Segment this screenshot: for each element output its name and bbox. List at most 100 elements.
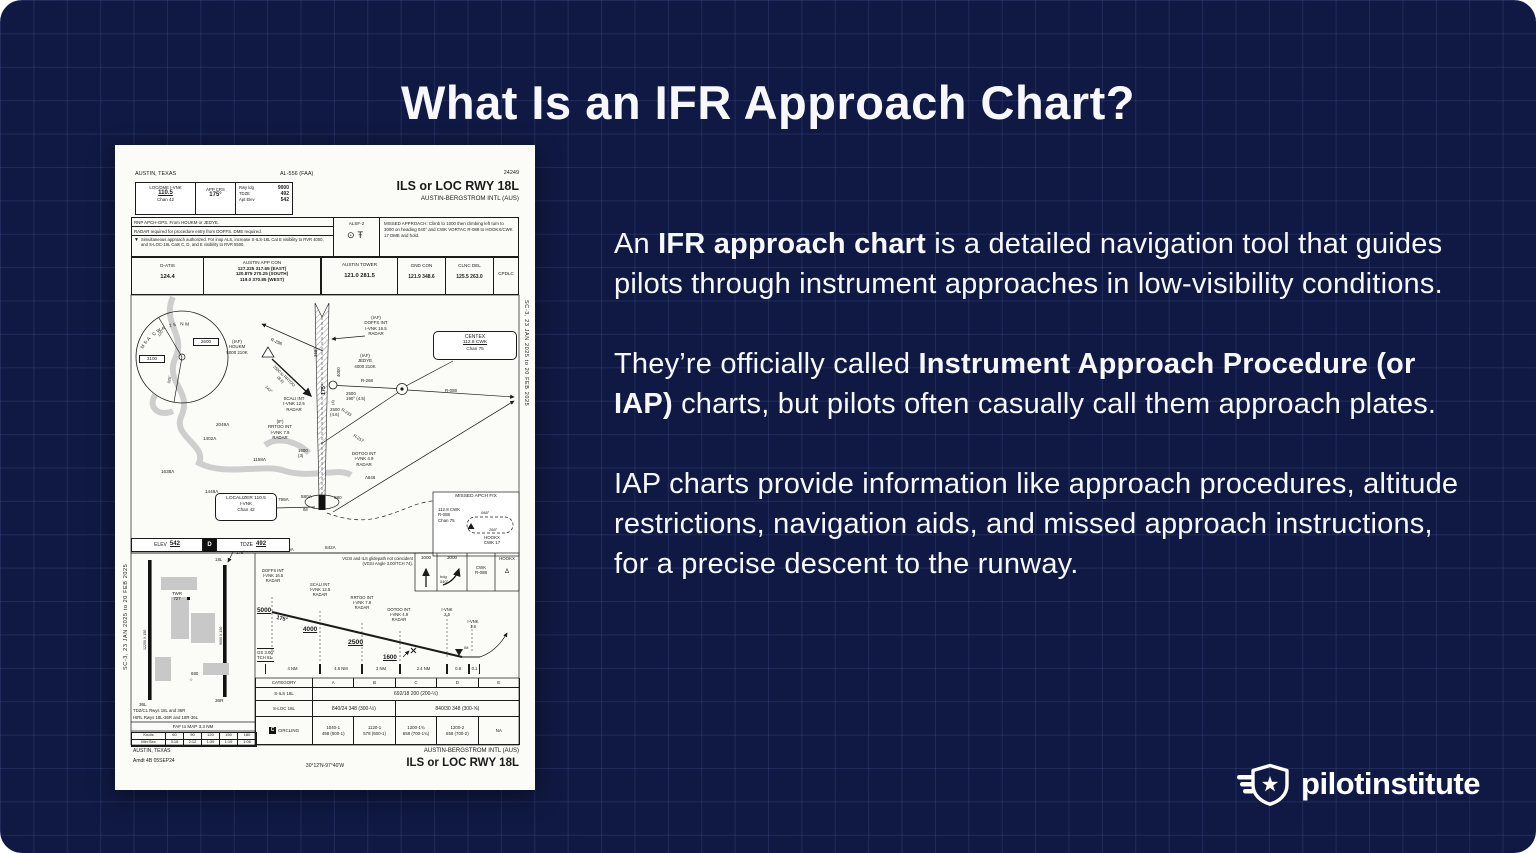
speed-cell: 90 bbox=[184, 733, 202, 740]
speed-cell: 150 bbox=[220, 733, 238, 740]
footer-procedure: ILS or LOC RWY 18L bbox=[406, 757, 519, 769]
cat-d: D bbox=[437, 678, 479, 688]
rrtoo-altitude: 1600 (3) bbox=[298, 448, 308, 459]
scali-altitude: 2500 (4.6) bbox=[330, 407, 340, 418]
p2-pre: They’re officially called bbox=[614, 348, 919, 380]
speed-cell: 120 bbox=[202, 733, 220, 740]
feather-course-175: 175° bbox=[321, 383, 327, 395]
obstacle: 1448Λ bbox=[205, 489, 219, 494]
procedure-title: ILS or LOC RWY 18L bbox=[396, 179, 519, 193]
circling-label: CIRCLING bbox=[278, 727, 299, 733]
alt-2500: 2500 bbox=[348, 639, 364, 646]
chart-serial: 24249 bbox=[503, 170, 519, 176]
fix-dotoo-profile: DOTOO INT I-VNK 4.9 RADAR bbox=[387, 607, 411, 623]
brand-name: pilotinstitute bbox=[1301, 766, 1480, 801]
ma-climb-1000: 1000 bbox=[420, 555, 432, 560]
rwy-ldg-value: 9000 bbox=[277, 185, 289, 191]
speed-cell: 180 bbox=[238, 733, 256, 740]
als-cell: ALSF-2 ⊙Ŧ bbox=[334, 218, 380, 256]
radial-268: R-268 bbox=[361, 378, 373, 383]
fix-doffs-profile: DOFFS INT I-VNK 16.5 RADAR bbox=[261, 568, 285, 584]
obstacle: 1402Λ bbox=[203, 436, 217, 441]
minimums-table: CATEGORY A B C D E S-ILS 18L 692/18 200 … bbox=[255, 678, 520, 745]
als-bar-icon: Ŧ bbox=[357, 229, 367, 240]
circling-c: 1200-1¾ 658 (700-1¾) bbox=[395, 717, 438, 745]
dist-cell: 4 NM bbox=[265, 664, 320, 674]
centex-chan: Chan 75 bbox=[466, 345, 484, 351]
page-title: What Is an IFR Approach Chart? bbox=[401, 76, 1135, 130]
tower-sketch-label: TWR 727 bbox=[172, 591, 182, 602]
fix-houkm: (IAF) HOUKM 5000 210K bbox=[226, 339, 248, 355]
atis-freq: 124.4 bbox=[160, 273, 175, 280]
obstacle: 580Λ bbox=[301, 494, 312, 499]
footer-coords: 30°12'N-97°40'W bbox=[305, 763, 345, 769]
app-con-south: 120.875 270.25 (SOUTH) bbox=[235, 271, 289, 276]
fix-dotoo-plan: DOTOO INT I-VNK 4.9 RADAR bbox=[351, 451, 377, 467]
loc-chan: Chan 42 bbox=[156, 197, 174, 203]
centex-freq: 112.8 CWK bbox=[462, 340, 488, 345]
d-badge: D bbox=[203, 538, 216, 552]
ma-hookx: HOOKX bbox=[499, 556, 515, 561]
missed-fix-title: MISSED APCH FIX bbox=[455, 494, 497, 499]
sloc-cde-minimums: 840/30 348 (300-⅝) bbox=[395, 701, 520, 717]
missed-approach-text: MISSED APPROACH: Climb to 1000 then clim… bbox=[384, 221, 513, 238]
tdze-label: TDZE bbox=[239, 191, 250, 196]
paragraph-1: An IFR approach chart is a detailed navi… bbox=[614, 224, 1474, 304]
elev-bar: ELEV 542 D TDZE 492 bbox=[131, 538, 290, 552]
rwy-right-dim: 9000 X 150 bbox=[219, 626, 223, 645]
speed-cell: 3:18 bbox=[166, 739, 184, 746]
circling-e: NA bbox=[478, 717, 520, 745]
alt-4000: 4000 bbox=[303, 626, 318, 633]
clnc-freq: 125.5 263.0 bbox=[456, 273, 483, 280]
app-con-east: 127.225 317.65 (EAST) bbox=[237, 265, 287, 271]
cat-c: C bbox=[395, 678, 438, 688]
alt-5000: 5000 bbox=[257, 607, 272, 614]
speed-cell: 1:19 bbox=[220, 739, 238, 746]
hold-fix: HOOKX CWK 17 bbox=[483, 535, 501, 546]
tdze-value: 492 bbox=[280, 191, 289, 197]
sils-label: S-ILS 18L bbox=[256, 688, 313, 701]
speed-cell: 60 bbox=[166, 733, 184, 740]
gnd-freq: 121.9 348.6 bbox=[408, 273, 435, 280]
ifr-approach-plate: MSA CWK 25 NM SC-3, 23 JAN 2025 to 20 FE… bbox=[115, 145, 535, 790]
loc-freq: 110.5 bbox=[158, 190, 173, 197]
fix-rrtoo-profile: RRTOO INT I-VNK 7.9 RADAR bbox=[350, 595, 374, 611]
paragraph-2: They’re officially called Instrument App… bbox=[614, 344, 1474, 424]
briefing-strip: RNP APCH-GPS. From HOUKM or JEDYE. RADAR… bbox=[131, 217, 519, 257]
clnc-cell: CLNC DEL 125.5 263.0 bbox=[446, 258, 494, 294]
obstacle: 580 bbox=[334, 495, 342, 500]
edge-date-right: SC-3, 23 JAN 2025 to 20 FEB 2025 bbox=[523, 300, 529, 407]
briefing-notes: RNP APCH-GPS. From HOUKM or JEDYE. RADAR… bbox=[132, 218, 334, 256]
elev-label: ELEV bbox=[154, 542, 167, 548]
elev-value: 542 bbox=[169, 541, 180, 548]
app-crs-label: APP CRS bbox=[206, 187, 225, 192]
feather-4nm: (4) bbox=[330, 400, 335, 405]
dist-cell: 0.8 bbox=[447, 664, 469, 674]
speed-cell: 1:06 bbox=[238, 739, 256, 746]
dist-cell: 2.4 NM bbox=[400, 664, 447, 674]
p1-post: is a detailed navigation tool that guide… bbox=[614, 228, 1443, 300]
sils-minimums: 692/18 200 (200-½) bbox=[313, 688, 520, 701]
p1-bold: IFR approach chart bbox=[658, 228, 927, 260]
airport-name: AUSTIN-BERGSTROM INTL (AUS) bbox=[420, 195, 519, 202]
footer-city: AUSTIN, TEXAS bbox=[133, 748, 171, 754]
radial-088: R-088 bbox=[445, 388, 457, 393]
im-marker-label: IM bbox=[303, 507, 308, 512]
app-crs-cell: APP CRS 175° bbox=[196, 183, 236, 214]
dist-cell: 3 NM bbox=[362, 664, 400, 674]
brand-logo: pilotinstitute bbox=[1235, 762, 1480, 806]
speed-table: Knots 60 90 120 150 180 Min:Sec 3:18 2:1… bbox=[131, 732, 257, 747]
fix-vnk25: I-VNK 2.5 bbox=[441, 607, 453, 618]
app-con-label: AUSTIN APP CON bbox=[242, 260, 282, 265]
sketch-heading: 175° bbox=[236, 550, 246, 555]
p1-pre: An bbox=[614, 228, 659, 260]
hold-triangle-icon: Δ bbox=[504, 569, 509, 575]
ma-cwk: CWK R-088 bbox=[475, 565, 487, 576]
ma-heading: hdg 040° bbox=[440, 574, 449, 584]
footer-amdt: Amdt 4B 05SEP24 bbox=[133, 758, 175, 764]
lighting-note-2: HIRL Rwys 18L-36R and 18R-36L bbox=[133, 715, 199, 720]
circling-b: 1120-1 578 (600-1) bbox=[354, 717, 396, 745]
winged-shield-star-icon bbox=[1237, 763, 1289, 806]
im-profile-label: IM bbox=[464, 645, 469, 650]
msa-sector-2: 2600 bbox=[193, 338, 219, 346]
